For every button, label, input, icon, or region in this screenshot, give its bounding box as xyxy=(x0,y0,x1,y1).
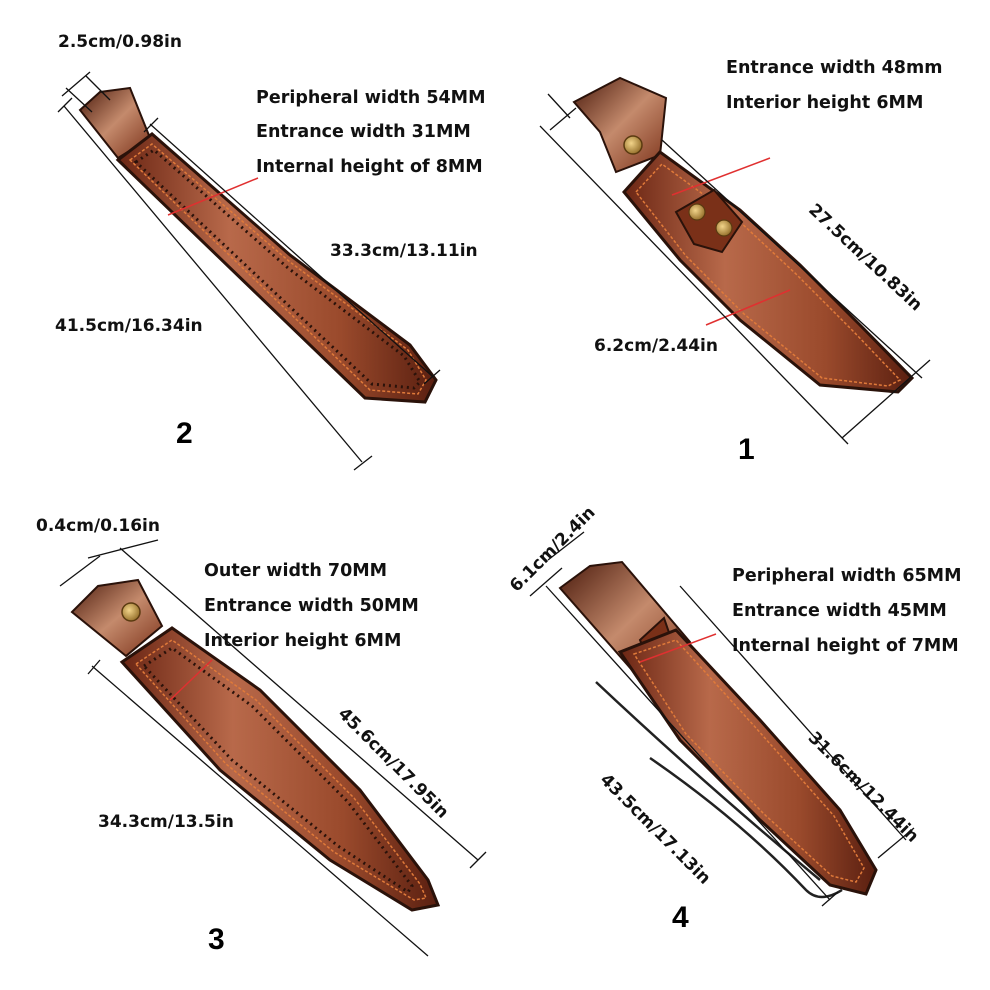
sheath-2-pointer xyxy=(167,177,259,216)
sheath-3-rivet xyxy=(121,602,141,622)
sheath-3-spec-outer: Outer width 70MM xyxy=(204,561,388,581)
sheath-4-spec-peripheral: Peripheral width 65MM xyxy=(732,566,962,586)
sheath-2-spec-internal: Internal height of 8MM xyxy=(256,157,483,177)
sheath-2-number: 2 xyxy=(176,417,193,450)
sheath-3-tooling xyxy=(141,646,414,895)
sheath-2-strap xyxy=(78,86,152,160)
sheath-1-dim-width: 6.2cm/2.44in xyxy=(594,336,718,356)
sheath-1-rivet xyxy=(623,135,643,155)
sheath-3-number: 3 xyxy=(208,923,225,956)
sheath-4-spec-internal: Internal height of 7MM xyxy=(732,636,959,656)
sheath-4-number: 4 xyxy=(672,901,689,934)
sheath-2-spec-peripheral: Peripheral width 54MM xyxy=(256,88,486,108)
sheath-3-pointer xyxy=(169,659,213,701)
sheath-3-strap xyxy=(70,578,164,658)
sheath-3-stitch xyxy=(134,639,428,901)
sheath-1-spec-entrance: Entrance width 48mm xyxy=(726,58,943,78)
sheath-3-spec-interior: Interior height 6MM xyxy=(204,631,402,651)
sheath-3 xyxy=(59,539,487,957)
sheath-2 xyxy=(57,71,441,471)
sheath-1-pointer-b xyxy=(705,289,791,326)
sheath-4-dimension-lines xyxy=(529,531,915,907)
sheath-1 xyxy=(539,76,931,445)
sheath-2-dim-blade-length: 33.3cm/13.11in xyxy=(330,241,478,261)
sheath-1-snap-a xyxy=(688,203,706,221)
sheath-1-pointer-a xyxy=(671,157,771,196)
sheath-3-dimension-lines xyxy=(59,539,487,957)
sheath-4-pointer xyxy=(639,633,717,663)
sheath-4 xyxy=(529,531,915,907)
sheath-2-tooling xyxy=(133,148,422,390)
sheath-2-body xyxy=(115,132,438,404)
sheath-2-dim-total-length: 41.5cm/16.34in xyxy=(55,316,203,336)
sheath-3-dim-blade-length: 34.3cm/13.5in xyxy=(98,812,234,832)
sheath-2-spec-entrance: Entrance width 31MM xyxy=(256,122,471,142)
sheath-2-stitch xyxy=(128,143,427,395)
sheath-2-dim-strap-width: 2.5cm/0.98in xyxy=(58,32,182,52)
sheath-1-spec-interior: Interior height 6MM xyxy=(726,93,924,113)
sheath-1-number: 1 xyxy=(738,433,755,466)
sheath-2-dimension-lines xyxy=(57,71,441,471)
sheath-1-strap xyxy=(572,76,668,174)
sheath-4-body xyxy=(617,628,878,896)
sheath-1-snap-b xyxy=(715,219,733,237)
sheath-4-spec-entrance: Entrance width 45MM xyxy=(732,601,947,621)
sheath-1-dimension-lines xyxy=(539,93,931,445)
sheath-3-dim-thickness: 0.4cm/0.16in xyxy=(36,516,160,536)
sheath-3-body xyxy=(119,626,441,912)
sheath-3-spec-entrance: Entrance width 50MM xyxy=(204,596,419,616)
